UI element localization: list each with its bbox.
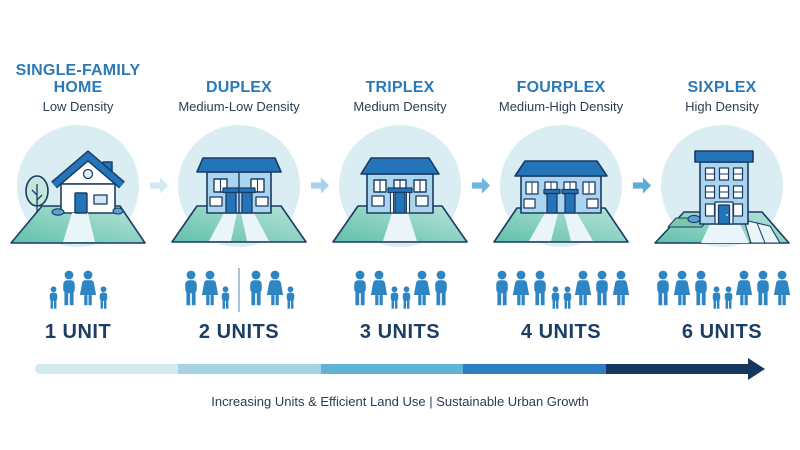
column-header: SINGLE-FAMILY HOME Low Density: [8, 56, 149, 114]
residents-group: [351, 266, 450, 312]
person-adult-female-icon: [735, 270, 752, 306]
flow-arrow-icon: [149, 176, 169, 195]
density-label: Medium-High Density: [498, 99, 624, 114]
person-adult-male-icon: [694, 270, 707, 306]
column-header: TRIPLEX Medium Density: [353, 56, 446, 114]
person-child-icon: [402, 286, 410, 309]
person-adult-female-icon: [773, 270, 790, 306]
single-family-house-illustration: [8, 122, 148, 252]
person-child-icon: [286, 286, 295, 309]
person-adult-male-icon: [595, 270, 608, 306]
column-single-family-home: SINGLE-FAMILY HOME Low Density: [8, 56, 149, 344]
flow-arrow-icon: [310, 176, 330, 195]
person-adult-male-icon: [434, 270, 447, 306]
residents-group: [654, 266, 791, 312]
flow-arrow-icon: [471, 176, 491, 195]
person-adult-male-icon: [249, 270, 262, 306]
column-sixplex: SIXPLEX High Density: [652, 56, 793, 344]
housing-type-title: SINGLE-FAMILY HOME: [15, 62, 141, 96]
person-adult-female-icon: [266, 270, 283, 306]
residents-group: [182, 266, 296, 312]
density-label: Low Density: [42, 99, 114, 114]
residents-group: [493, 266, 630, 312]
sixplex-building-illustration: [652, 122, 792, 252]
person-adult-female-icon: [79, 270, 96, 306]
progress-bar-segment: [177, 364, 321, 374]
person-child-icon: [221, 286, 230, 309]
person-child-icon: [49, 286, 57, 309]
column-triplex: TRIPLEX Medium Density: [330, 56, 471, 344]
person-child-icon: [724, 286, 732, 309]
progress-bar-segments: [35, 364, 749, 374]
column-duplex: DUPLEX Medium-Low Density: [169, 56, 310, 344]
person-adult-male-icon: [533, 270, 546, 306]
progress-bar-segment: [35, 364, 178, 374]
column-fourplex: FOURPLEX Medium-High Density: [491, 56, 632, 344]
person-child-icon: [712, 286, 720, 309]
housing-type-title: FOURPLEX: [516, 79, 606, 96]
fourplex-house-illustration: [491, 122, 631, 252]
person-adult-male-icon: [756, 270, 769, 306]
person-adult-male-icon: [185, 270, 198, 306]
person-adult-male-icon: [656, 270, 669, 306]
progress-bar-segment: [320, 364, 464, 374]
housing-type-title: SIXPLEX: [687, 79, 757, 96]
triplex-house-illustration: [330, 122, 470, 252]
person-adult-female-icon: [673, 270, 690, 306]
residents-group: [48, 266, 109, 312]
person-adult-female-icon: [202, 270, 219, 306]
housing-type-title: DUPLEX: [205, 79, 273, 96]
duplex-house-illustration: [169, 122, 309, 252]
density-label: Medium Density: [353, 99, 447, 114]
unit-count-label: 6 UNITS: [681, 321, 763, 343]
density-label: Medium-Low Density: [178, 99, 300, 114]
person-child-icon: [563, 286, 571, 309]
flow-arrow-icon: [632, 176, 652, 195]
person-adult-female-icon: [370, 270, 387, 306]
person-adult-female-icon: [612, 270, 629, 306]
person-adult-male-icon: [353, 270, 366, 306]
person-child-icon: [390, 286, 398, 309]
housing-types-row: SINGLE-FAMILY HOME Low Density: [0, 56, 800, 344]
progress-bar-segment: [606, 364, 749, 374]
progress-bar-segment: [463, 364, 607, 374]
density-label: High Density: [685, 99, 759, 114]
person-adult-female-icon: [413, 270, 430, 306]
person-adult-female-icon: [512, 270, 529, 306]
person-child-icon: [551, 286, 559, 309]
unit-count-label: 3 UNITS: [359, 321, 441, 343]
unit-count-label: 1 UNIT: [44, 321, 112, 343]
person-child-icon: [99, 286, 107, 309]
unit-count-label: 4 UNITS: [520, 321, 602, 343]
housing-type-title: TRIPLEX: [365, 79, 435, 96]
person-adult-female-icon: [574, 270, 591, 306]
unit-count-label: 2 UNITS: [198, 321, 280, 343]
column-header: FOURPLEX Medium-High Density: [499, 56, 623, 114]
person-adult-male-icon: [495, 270, 508, 306]
column-header: SIXPLEX High Density: [685, 56, 759, 114]
person-adult-male-icon: [62, 270, 75, 306]
arrowhead-icon: [748, 358, 765, 380]
bottom-caption: Increasing Units & Efficient Land Use | …: [211, 394, 589, 409]
family-divider: [238, 268, 240, 312]
column-header: DUPLEX Medium-Low Density: [178, 56, 299, 114]
density-progress-arrow: [35, 358, 765, 380]
